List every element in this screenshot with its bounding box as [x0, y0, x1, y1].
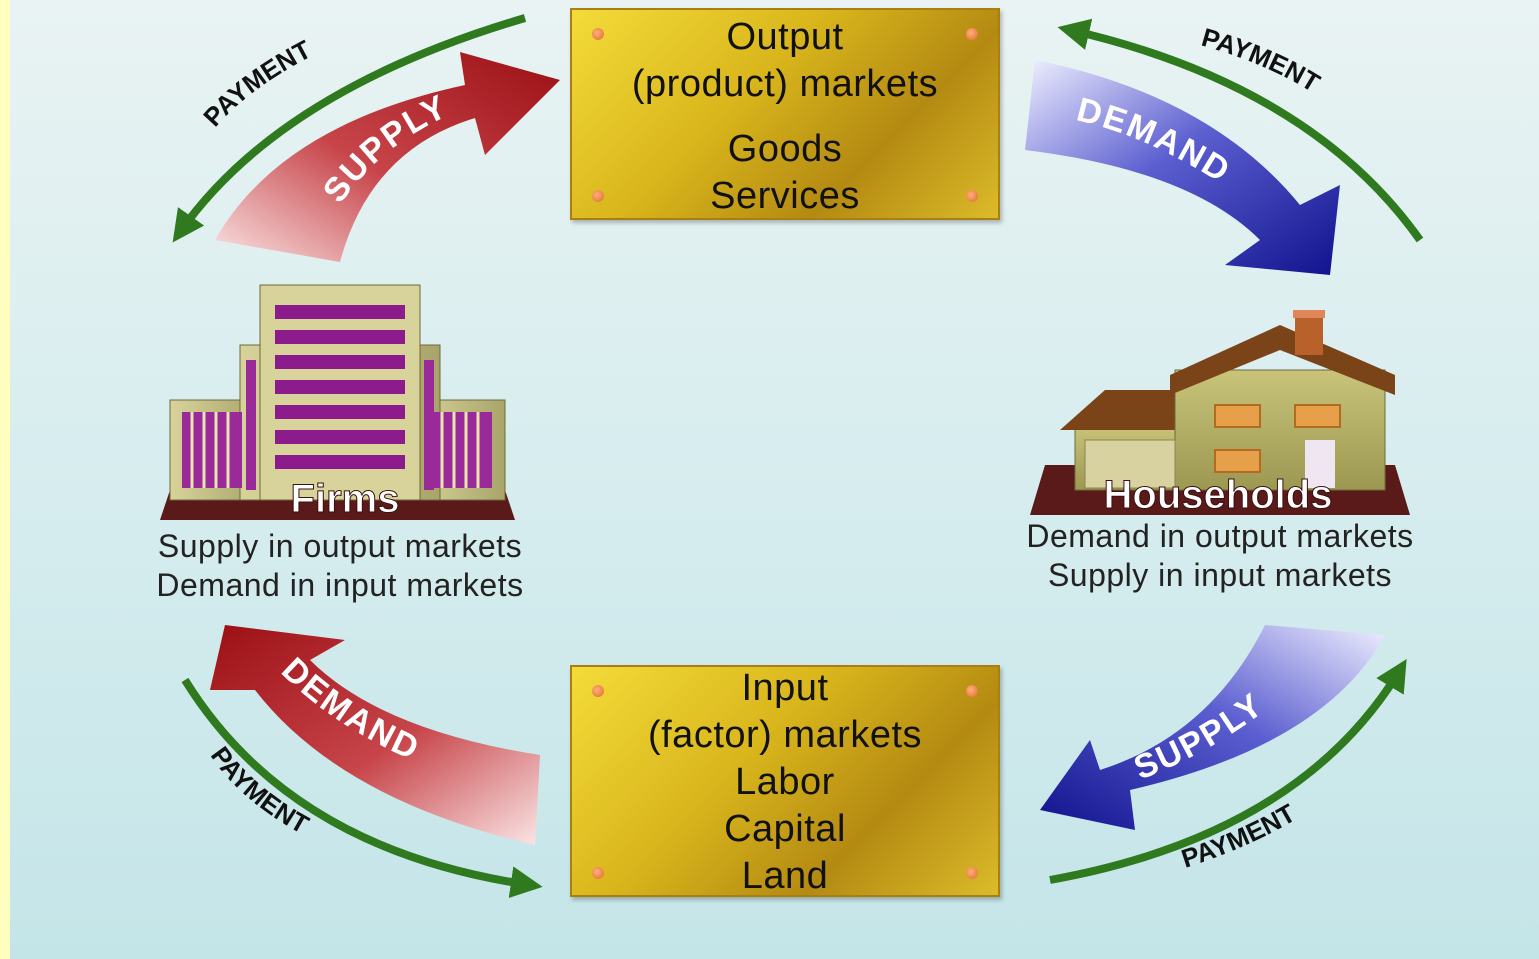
households-title: Households — [1104, 473, 1333, 517]
output-market-line: Goods — [727, 128, 843, 170]
input-market-line: Capital — [724, 808, 846, 850]
payment-label-bottom-left: PAYMENT — [205, 741, 314, 840]
diagram-canvas: SUPPLY DEMAND DEMAND SUPPLY PAYMENT PAYM… — [10, 0, 1539, 959]
demand-arrow-top-right — [1025, 60, 1340, 275]
payment-arrow-top-right — [1057, 18, 1424, 243]
plaque-rivet — [966, 685, 978, 697]
svg-text:PAYMENT: PAYMENT — [1198, 22, 1325, 98]
input-market-line: (factor) markets — [647, 714, 923, 756]
input-market-plaque: Input (factor) markets Labor Capital Lan… — [570, 665, 1000, 897]
payment-label-top-right: PAYMENT — [1198, 22, 1325, 98]
payment-arrow-bottom-right — [1049, 659, 1407, 884]
supply-arrow-bottom-right — [1040, 625, 1385, 830]
firms-caption-line: Supply in output markets — [157, 528, 523, 564]
households-caption-line: Supply in input markets — [1047, 557, 1393, 593]
households-caption-line: Demand in output markets — [1026, 518, 1414, 554]
circular-flow-diagram: SUPPLY DEMAND DEMAND SUPPLY PAYMENT PAYM… — [160, 14, 1424, 899]
households-caption: Demand in output markets Supply in input… — [915, 517, 1525, 595]
plaque-rivet — [592, 867, 604, 879]
firms-building-icon — [160, 284, 515, 520]
supply-arrow-top-left — [215, 52, 560, 262]
input-market-line: Land — [741, 855, 829, 897]
firms-caption: Supply in output markets Demand in input… — [50, 527, 630, 605]
input-market-line: Labor — [735, 761, 835, 803]
plaque-rivet — [592, 685, 604, 697]
firms-caption-line: Demand in input markets — [156, 567, 524, 603]
demand-arrow-bottom-left — [210, 625, 540, 845]
plaque-rivet — [966, 867, 978, 879]
plaque-rivet — [592, 28, 604, 40]
firms-title: Firms — [291, 477, 400, 521]
output-market-line: Output — [726, 16, 844, 58]
output-market-plaque: Output (product) markets Goods Services — [570, 8, 1000, 220]
svg-text:PAYMENT: PAYMENT — [205, 741, 314, 840]
plaque-rivet — [966, 28, 978, 40]
payment-arrow-top-left — [172, 14, 527, 243]
households-house-icon — [1030, 310, 1410, 515]
output-market-line: (product) markets — [631, 63, 939, 105]
plaque-rivet — [592, 190, 604, 202]
plaque-rivet — [966, 190, 978, 202]
payment-arrow-bottom-left — [181, 677, 543, 899]
output-market-line: Services — [710, 175, 860, 217]
input-market-line: Input — [741, 667, 829, 709]
